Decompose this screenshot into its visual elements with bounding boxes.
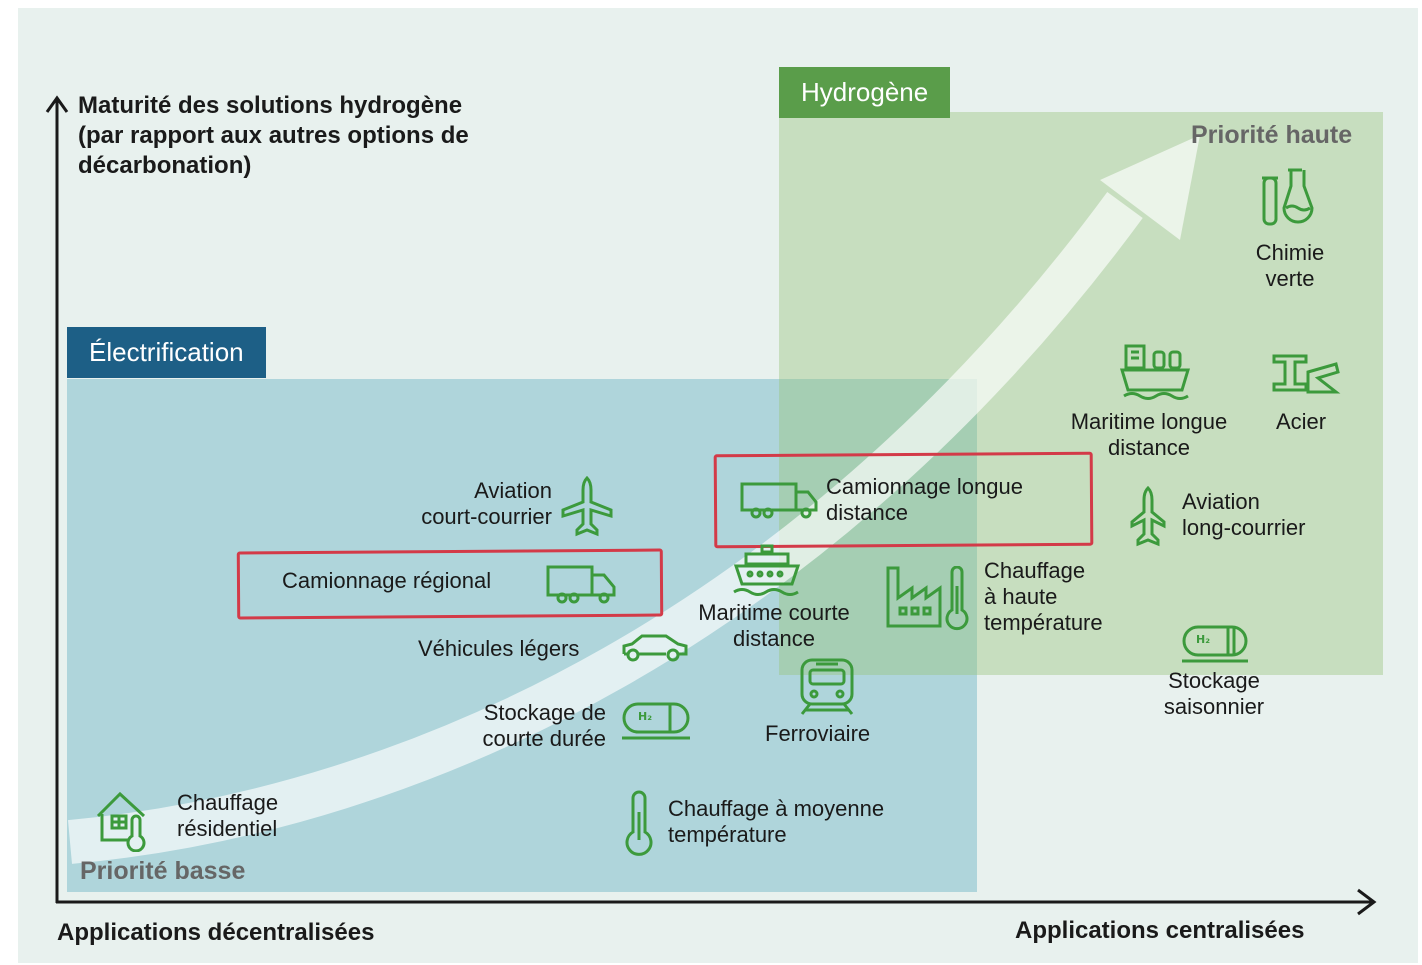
flask-icon: [1260, 168, 1320, 230]
x-axis-left-label: Applications décentralisées: [57, 919, 375, 946]
stockage-court-line: Stockage de: [483, 700, 606, 725]
aviation-court-label: Aviation court-courrier: [380, 478, 552, 530]
aviation-court-line: court-courrier: [421, 504, 552, 529]
priority-low-label: Priorité basse: [80, 857, 246, 885]
priority-arrow: [67, 191, 1143, 864]
thermometer-icon: [622, 790, 656, 856]
maritime-court-label: Maritime courte distance: [676, 600, 872, 652]
truck-icon: [740, 478, 820, 520]
chimie-line: Chimie: [1255, 240, 1325, 265]
camion-long-label: Camionnage longue distance: [826, 474, 1023, 526]
acier-label: Acier: [1276, 409, 1327, 434]
ship-icon: [732, 544, 802, 598]
svg-text:H₂: H₂: [638, 710, 652, 723]
maritime-court-line: distance: [733, 626, 815, 651]
y-axis-label-line: (par rapport aux autres options de: [78, 122, 469, 149]
aviation-long-line: long-courrier: [1182, 515, 1306, 540]
hydrogen-zone: [779, 112, 1383, 675]
camion-long-line: Camionnage longue: [826, 474, 1023, 499]
priority-arrowhead: [1100, 135, 1200, 240]
aviation-long-label: Aviation long-courrier: [1182, 489, 1306, 541]
camion-long-line: distance: [826, 500, 908, 525]
aviation-long-line: Aviation: [1182, 489, 1260, 514]
chauffage-moy-label: Chauffage à moyenne température: [668, 796, 884, 848]
maritime-court-line: Maritime courte: [698, 600, 850, 625]
factory-thermometer-icon: [886, 566, 976, 632]
chauffage-haute-label: Chauffage à haute température: [984, 558, 1103, 636]
chauffage-haute-line: température: [984, 610, 1103, 635]
electrification-tag: Électrification: [67, 327, 266, 378]
truck-icon: [546, 563, 618, 605]
maritime-long-line: distance: [1108, 435, 1190, 460]
vehicules-label: Véhicules légers: [418, 636, 580, 661]
chauffage-moy-line: Chauffage à moyenne: [668, 796, 885, 821]
chauffage-moy-line: température: [668, 822, 787, 847]
maritime-long-label: Maritime longue distance: [1048, 409, 1250, 461]
x-axis-right-label: Applications centralisées: [1015, 917, 1305, 944]
hydrogen-tank-icon: H₂: [620, 700, 692, 742]
stockage-saison-line: Stockage: [1168, 668, 1260, 693]
house-thermometer-icon: [94, 790, 152, 852]
aviation-court-line: Aviation: [474, 478, 552, 503]
ferroviaire-label: Ferroviaire: [765, 721, 871, 746]
car-icon: [620, 632, 690, 664]
camion-regional-label: Camionnage régional: [282, 568, 492, 593]
hydrogen-tag: Hydrogène: [779, 67, 951, 118]
stockage-saison-label: Stockage saisonnier: [1140, 668, 1288, 720]
train-icon: [796, 656, 858, 718]
chauffage-res-line: Chauffage: [177, 790, 279, 815]
priority-high-label: Priorité haute: [1191, 121, 1353, 149]
y-axis-label: Maturité des solutions hydrogène (par ra…: [78, 91, 469, 181]
steel-beam-icon: [1270, 352, 1342, 398]
y-axis-label-line: Maturité des solutions hydrogène: [78, 92, 463, 119]
y-axis-label-line: décarbonation): [78, 152, 252, 179]
chauffage-res-label: Chauffage résidentiel: [177, 790, 278, 842]
chauffage-haute-line: à haute: [984, 584, 1058, 609]
airplane-icon: [560, 476, 614, 538]
chauffage-res-line: résidentiel: [177, 816, 278, 841]
stockage-court-line: courte durée: [482, 726, 606, 751]
cargo-ship-icon: [1120, 344, 1192, 402]
y-axis-head: [45, 95, 69, 113]
x-axis-head: [1357, 888, 1377, 916]
chauffage-haute-line: Chauffage: [984, 558, 1086, 583]
hydrogen-tank-icon: H₂: [1180, 623, 1250, 665]
stockage-saison-line: saisonnier: [1163, 694, 1265, 719]
maritime-long-line: Maritime longue: [1070, 409, 1228, 434]
chimie-line: verte: [1265, 266, 1315, 291]
stockage-court-label: Stockage de courte durée: [440, 700, 606, 752]
airplane-icon: [1130, 486, 1166, 548]
svg-text:H₂: H₂: [1196, 633, 1210, 646]
chimie-label: Chimie verte: [1240, 240, 1340, 292]
